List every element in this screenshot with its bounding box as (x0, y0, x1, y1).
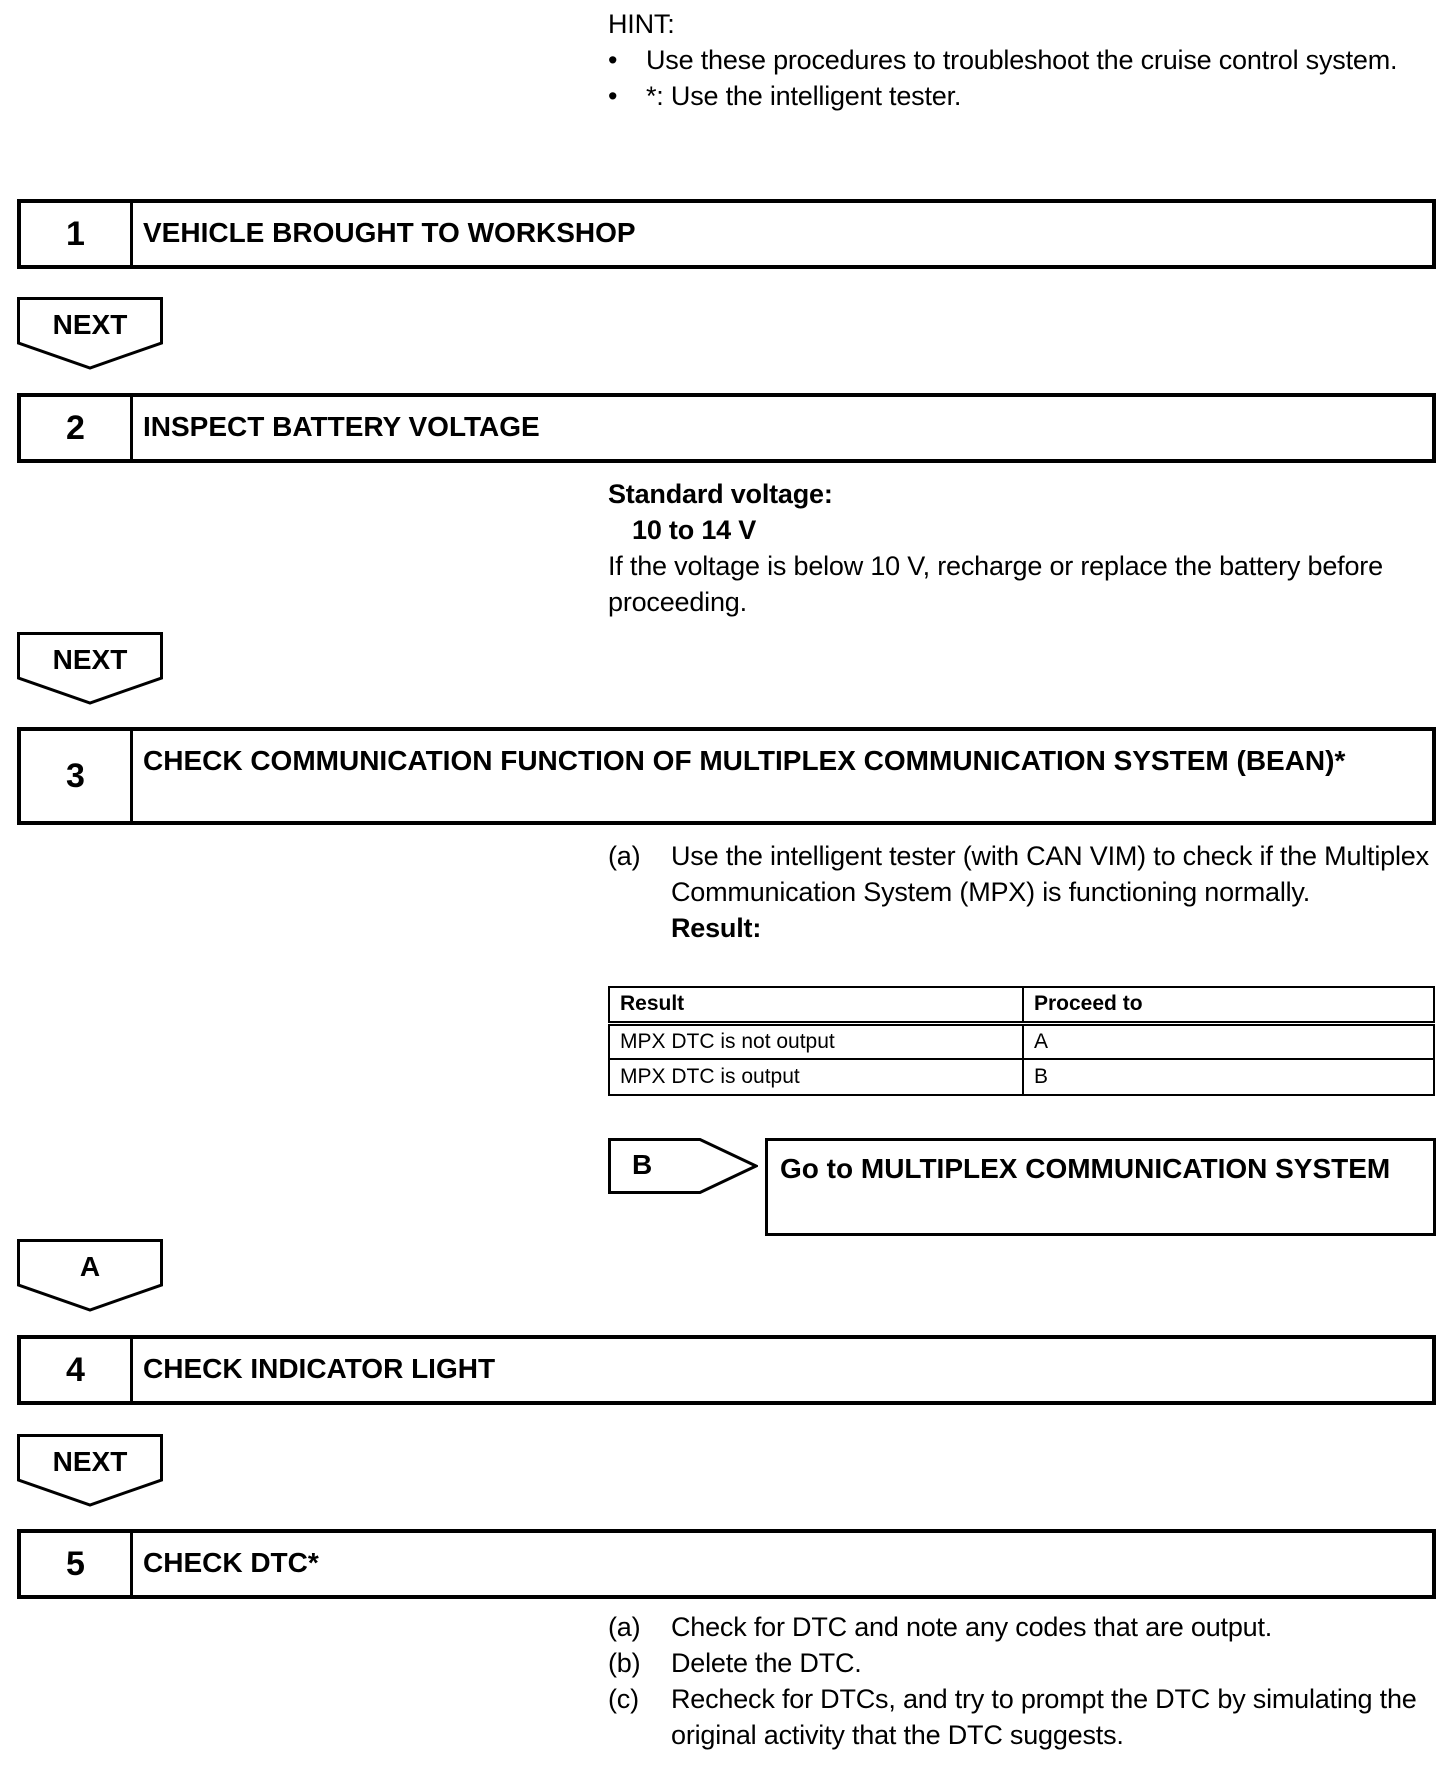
step-title: VEHICLE BROUGHT TO WORKSHOP (143, 217, 636, 248)
table-cell: MPX DTC is output (608, 1058, 1024, 1096)
table-cell: A (1022, 1022, 1435, 1060)
substep-c: (c) Recheck for DTCs, and try to prompt … (608, 1681, 1438, 1753)
step-title: INSPECT BATTERY VOLTAGE (143, 411, 540, 442)
step-3-detail: (a) Use the intelligent tester (with CAN… (608, 838, 1438, 946)
hint-item: • *: Use the intelligent tester. (608, 78, 1408, 114)
substep-text: Recheck for DTCs, and try to prompt the … (671, 1684, 1417, 1750)
substep-a: (a) Check for DTC and note any codes tha… (608, 1609, 1438, 1645)
standard-voltage-label: Standard voltage: (608, 479, 833, 509)
substep-a: (a) Use the intelligent tester (with CAN… (608, 838, 1438, 910)
result-label: Result: (671, 913, 762, 943)
step-2-box: 2 INSPECT BATTERY VOLTAGE (17, 393, 1436, 463)
down-arrow-icon (17, 297, 163, 370)
step-5-detail: (a) Check for DTC and note any codes tha… (608, 1609, 1438, 1753)
a-arrow: A (17, 1239, 163, 1313)
next-arrow: NEXT (17, 632, 163, 706)
step-number: 1 (21, 203, 133, 265)
result-table: Result Proceed to MPX DTC is not output … (608, 986, 1435, 1096)
step-1-box: 1 VEHICLE BROUGHT TO WORKSHOP (17, 199, 1436, 269)
substep-text: Check for DTC and note any codes that ar… (671, 1612, 1273, 1642)
bullet: • (608, 81, 618, 111)
goto-text: Go to MULTIPLEX COMMUNICATION SYSTEM (780, 1153, 1391, 1184)
next-arrow: NEXT (17, 1434, 163, 1508)
substep-b: (b) Delete the DTC. (608, 1645, 1438, 1681)
hint-item: • Use these procedures to troubleshoot t… (608, 42, 1408, 78)
right-arrow-icon (608, 1138, 758, 1194)
step-2-detail: Standard voltage: 10 to 14 V If the volt… (608, 476, 1428, 620)
standard-voltage-value: 10 to 14 V (632, 515, 757, 545)
next-label: NEXT (52, 1446, 128, 1477)
next-label: NEXT (52, 644, 128, 675)
next-arrow: NEXT (17, 297, 163, 371)
substep-label: (a) (608, 841, 641, 871)
table-row: MPX DTC is not output A (608, 1022, 1435, 1060)
step-5-box: 5 CHECK DTC* (17, 1529, 1436, 1599)
table-header: Result (608, 986, 1024, 1026)
substep-text: Use the intelligent tester (with CAN VIM… (671, 841, 1429, 907)
bullet: • (608, 45, 618, 75)
substep-text: Delete the DTC. (671, 1648, 862, 1678)
table-header-row: Result Proceed to (608, 986, 1435, 1026)
b-arrow: B (608, 1138, 758, 1194)
step-title: CHECK DTC* (143, 1547, 319, 1578)
down-arrow-icon (17, 632, 163, 705)
table-row: MPX DTC is output B (608, 1058, 1435, 1096)
a-label: A (79, 1251, 101, 1282)
next-label: NEXT (52, 309, 128, 340)
step-title: CHECK COMMUNICATION FUNCTION OF MULTIPLE… (143, 745, 1346, 776)
table-header: Proceed to (1022, 986, 1435, 1026)
table-cell: B (1022, 1058, 1435, 1096)
step-title: CHECK INDICATOR LIGHT (143, 1353, 496, 1384)
b-label: B (632, 1149, 653, 1180)
goto-box: Go to MULTIPLEX COMMUNICATION SYSTEM (765, 1138, 1436, 1236)
hint-block: HINT: • Use these procedures to troubles… (608, 6, 1408, 114)
step-number: 3 (21, 731, 133, 821)
substep-label: (a) (608, 1612, 641, 1642)
step-number: 5 (21, 1533, 133, 1595)
voltage-note: If the voltage is below 10 V, recharge o… (608, 551, 1383, 617)
substep-label: (b) (608, 1648, 641, 1678)
down-arrow-icon (17, 1239, 163, 1312)
substep-label: (c) (608, 1684, 639, 1714)
down-arrow-icon (17, 1434, 163, 1507)
step-4-box: 4 CHECK INDICATOR LIGHT (17, 1335, 1436, 1405)
table-cell: MPX DTC is not output (608, 1022, 1024, 1060)
step-3-box: 3 CHECK COMMUNICATION FUNCTION OF MULTIP… (17, 727, 1436, 825)
hint-label: HINT: (608, 9, 675, 39)
step-number: 4 (21, 1339, 133, 1401)
step-number: 2 (21, 397, 133, 459)
